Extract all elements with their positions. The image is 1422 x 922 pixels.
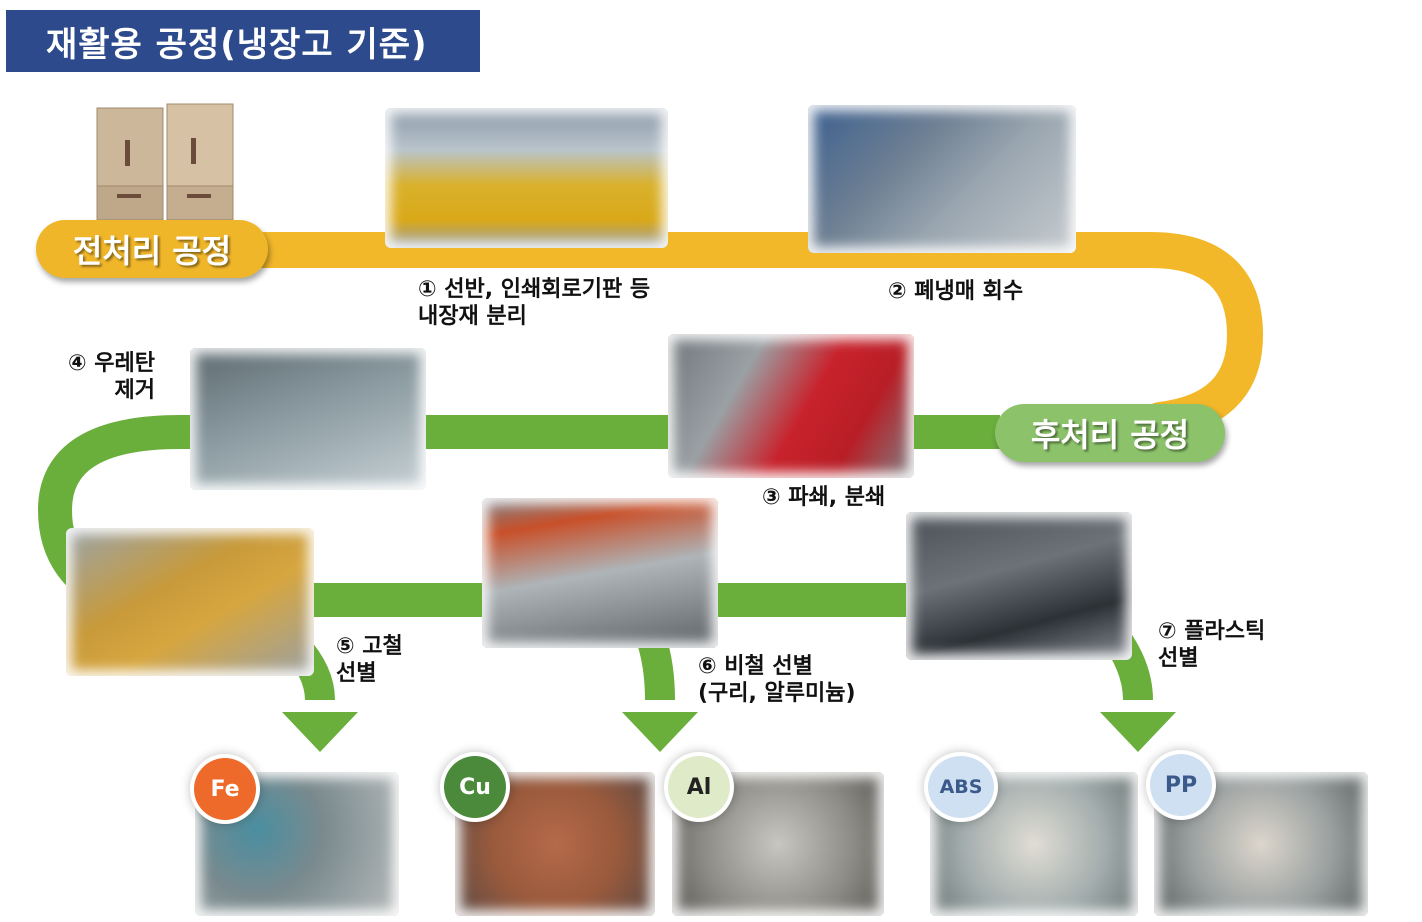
badge-fe: Fe <box>194 758 256 820</box>
pre-process-stage: 전처리 공정 <box>36 220 268 278</box>
photo-nonferrous-sorting <box>482 498 718 648</box>
badge-cu: Cu <box>444 756 506 818</box>
step-1-label: ① 선반, 인쇄회로기판 등 내장재 분리 <box>418 277 651 329</box>
badge-abs: ABS <box>928 756 994 818</box>
photo-ferrous-sorting <box>66 528 314 676</box>
photo-disassembly-line <box>385 108 668 248</box>
step-6-label: ⑥ 비철 선별 (구리, 알루미늄) <box>698 654 856 706</box>
badge-al: Al <box>668 756 730 818</box>
refrigerator-illustration <box>96 103 234 221</box>
photo-shredder <box>668 334 914 478</box>
page-title: 재활용 공정(냉장고 기준) <box>46 24 428 65</box>
step-3-label: ③ 파쇄, 분쇄 <box>762 485 886 510</box>
step-2-label: ② 폐냉매 회수 <box>888 279 1024 304</box>
step-5-label: ⑤ 고철 선별 <box>336 634 403 686</box>
title-bar: 재활용 공정(냉장고 기준) <box>6 10 480 72</box>
badge-pp: PP <box>1150 754 1212 816</box>
photo-plastic-sorting <box>906 512 1132 660</box>
step-4-label: ④ 우레탄 제거 <box>68 351 156 403</box>
photo-refrigerant-recovery <box>808 105 1076 253</box>
post-process-stage: 후처리 공정 <box>995 404 1225 462</box>
photo-urethane-removal <box>190 348 426 490</box>
step-7-label: ⑦ 플라스틱 선별 <box>1158 619 1266 671</box>
down-arrow-nonferrous <box>622 624 698 752</box>
